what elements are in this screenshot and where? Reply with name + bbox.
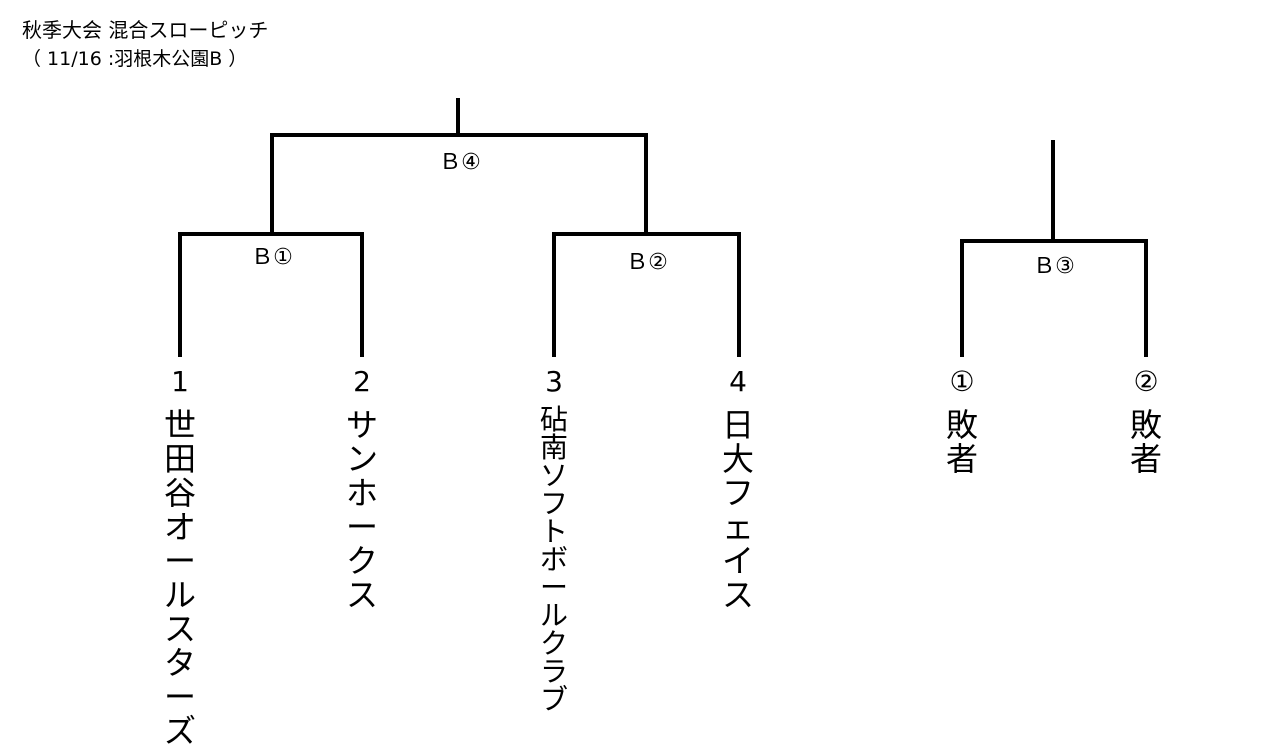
entry-seed-1: 1 <box>171 365 189 398</box>
page-title: 秋季大会 混合スローピッチ <box>22 18 269 42</box>
entry-team-1: 世田谷オールスターズ <box>163 406 196 750</box>
match-label-b2: Ｂ② <box>626 250 668 275</box>
entry-seed-b3-2: ② <box>1133 365 1159 398</box>
entry-team-3: 砧南ソフトボールクラブ <box>539 403 568 716</box>
match-label-b3: Ｂ③ <box>1033 254 1075 279</box>
entry-team-2: サンホークス <box>345 406 378 614</box>
match-label-b4: Ｂ④ <box>439 150 481 175</box>
entry-seed-2: 2 <box>353 365 371 398</box>
entry-team-4: 日大フェイス <box>721 406 754 614</box>
entry-seed-4: 4 <box>729 365 747 398</box>
entry-seed-3: 3 <box>545 365 563 398</box>
entry-team-b3-1: 敗者 <box>945 406 978 478</box>
entry-team-b3-2: 敗者 <box>1129 406 1162 478</box>
entry-seed-b3-1: ① <box>949 365 975 398</box>
bracket-lines <box>178 98 1148 357</box>
page-subtitle: （ 11/16 :羽根木公園B ） <box>22 48 248 70</box>
match-label-b1: Ｂ① <box>251 245 293 270</box>
